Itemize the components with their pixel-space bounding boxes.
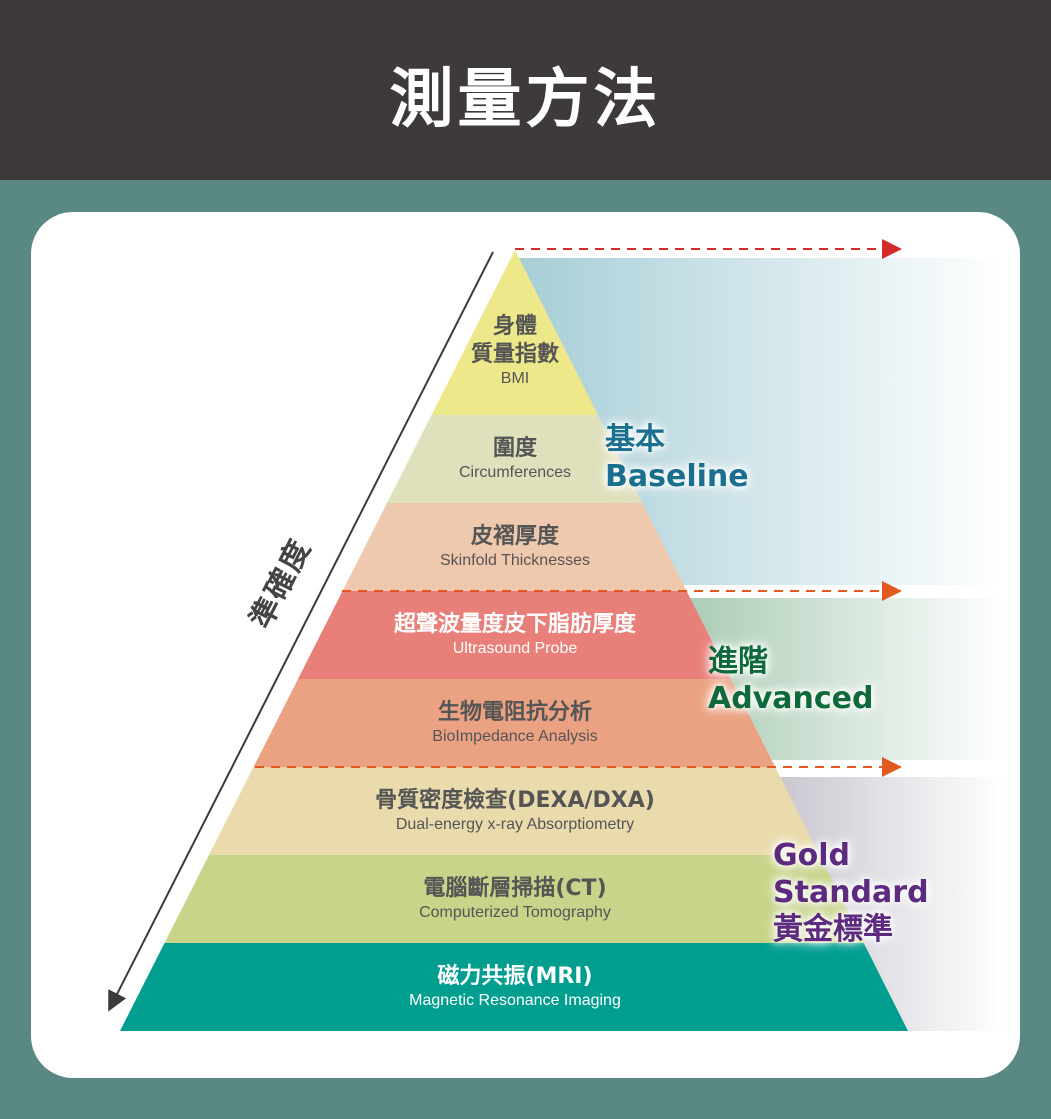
pyramid-layer	[342, 503, 687, 591]
pyramid-layer	[209, 767, 820, 855]
tier-baseline-en: Baseline	[605, 459, 749, 494]
layer-label: 磁力共振(MRI) Magnetic Resonance Imaging	[265, 963, 765, 1011]
layer-name-en: Skinfold Thicknesses	[440, 552, 590, 569]
page-title: 測量方法	[389, 63, 662, 137]
layer-name-en: Ultrasound Probe	[452, 640, 578, 657]
layer-name-en: Magnetic Resonance Imaging	[409, 992, 621, 1009]
layer-label: 骨質密度檢查(DEXA/DXA) Dual-energy x-ray Absorp…	[265, 787, 765, 835]
tier-advanced-en: Advanced	[708, 681, 874, 716]
tier-gold-en-1: Gold	[773, 838, 850, 873]
tier-gold-zh: 黃金標準	[773, 912, 893, 947]
layer-name-zh: 身體	[492, 313, 537, 339]
pyramid-layer	[253, 679, 776, 767]
tier-gold-label: Gold Standard 黃金標準	[773, 837, 929, 948]
layer-name-en: BioImpedance Analysis	[432, 728, 598, 745]
layer-label: 皮褶厚度 Skinfold Thicknesses	[265, 523, 765, 571]
layer-name-en: BMI	[500, 369, 530, 387]
layer-name-zh: 骨質密度檢查(DEXA/DXA)	[375, 788, 655, 813]
tier-baseline-label: 基本 Baseline	[605, 421, 749, 495]
layer-name-en: Dual-energy x-ray Absorptiometry	[395, 816, 635, 833]
layer-name-zh: 皮褶厚度	[470, 524, 559, 549]
layer-label: 超聲波量度皮下脂肪厚度 Ultrasound Probe	[265, 611, 765, 659]
layer-label: 電腦斷層掃描(CT) Computerized Tomography	[265, 875, 765, 923]
tier-baseline-zh: 基本	[605, 422, 665, 457]
layer-name-zh: 圍度	[492, 436, 537, 461]
layer-name-zh: 磁力共振(MRI)	[437, 964, 593, 989]
layer-name-zh: 質量指數	[470, 341, 559, 367]
layer-name-en: Circumferences	[458, 464, 572, 481]
tier-gold-en-2: Standard	[773, 875, 929, 910]
layer-label: 圍度 Circumferences	[265, 435, 765, 483]
pyramid-layer	[120, 943, 908, 1031]
layer-label: 身體質量指數 BMI	[265, 313, 765, 389]
pyramid-layer	[164, 855, 864, 943]
tier-advanced-label: 進階 Advanced	[708, 643, 873, 717]
accuracy-arrow	[108, 251, 494, 1012]
pyramid-layer	[387, 415, 643, 503]
layer-name-zh: 電腦斷層掃描(CT)	[423, 876, 607, 901]
layer-name-en: Computerized Tomography	[419, 904, 611, 921]
pyramid-layer	[298, 591, 731, 679]
tier-advanced-zh: 進階	[708, 644, 768, 679]
layer-label: 生物電阻抗分析 BioImpedance Analysis	[265, 699, 765, 747]
layer-name-zh: 超聲波量度皮下脂肪厚度	[393, 612, 636, 637]
header-bar: 測量方法	[0, 0, 1051, 180]
layer-name-zh: 生物電阻抗分析	[437, 700, 592, 725]
pyramid-layer	[431, 250, 599, 415]
